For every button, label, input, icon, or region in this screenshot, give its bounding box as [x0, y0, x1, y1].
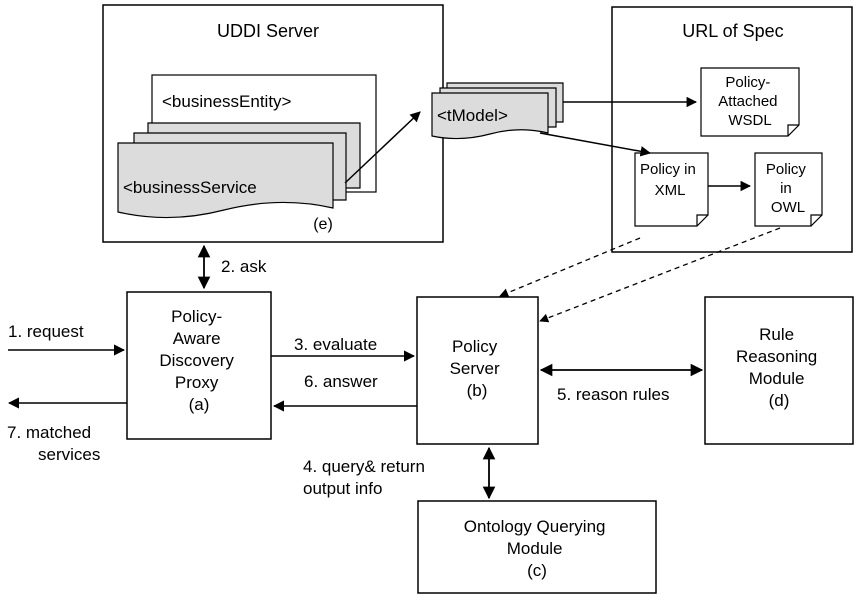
edge-label-answer: 6. answer: [304, 372, 378, 391]
policy-xml-doc: [634, 152, 709, 227]
ontology-module-line-1: Ontology Querying: [464, 517, 606, 536]
edge-label-query-line-1: 4. query& return: [303, 457, 425, 476]
policy-wsdl-doc: [700, 67, 800, 137]
policy-wsdl-line-3: WSDL: [728, 112, 771, 129]
policy-owl-line-2: in: [780, 180, 792, 197]
policy-xml-fold: [696, 214, 708, 226]
proxy-line-4: Proxy: [175, 373, 219, 392]
url-of-spec-title: URL of Spec: [682, 21, 783, 41]
business-service-label: <businessService: [123, 178, 257, 197]
policy-xml-line-2: XML: [655, 182, 686, 199]
ontology-module-line-2: Module: [507, 539, 563, 558]
edge-label-matched: 7. matched services: [7, 423, 100, 464]
rule-module-line-1: Rule: [759, 325, 794, 344]
proxy-line-5: (a): [189, 395, 210, 414]
rule-module-line-2: Reasoning: [736, 347, 817, 366]
tmodel-doc: [431, 92, 549, 140]
policy-server-box: [416, 296, 539, 445]
edge-label-matched-line-2: services: [38, 445, 100, 464]
edge-label-reason: 5. reason rules: [557, 385, 669, 404]
policy-owl-fold: [810, 214, 822, 226]
arrow-xml-to-policy-server: [499, 237, 641, 298]
tmodel-label: <tModel>: [437, 106, 508, 125]
policy-owl-label: Policy in OWL: [766, 161, 810, 216]
edge-label-query: 4. query& return output info: [303, 457, 430, 498]
policy-owl-line-1: Policy: [766, 161, 807, 178]
uddi-server-title: UDDI Server: [217, 21, 319, 41]
rule-module-line-3: Module: [749, 369, 805, 388]
edge-label-evaluate: 3. evaluate: [294, 335, 377, 354]
policy-owl-doc: [754, 152, 823, 227]
ontology-module-label: Ontology Querying Module (c): [464, 517, 610, 580]
proxy-line-2: Aware: [173, 329, 221, 348]
rule-module-line-4: (d): [769, 391, 790, 410]
business-entity-label: <businessEntity>: [162, 92, 292, 111]
ontology-module-line-3: (c): [527, 561, 547, 580]
business-service-doc: [117, 142, 334, 219]
rule-module-label: Rule Reasoning Module (d): [736, 325, 822, 410]
policy-wsdl-label: Policy- Attached WSDL: [718, 74, 781, 129]
proxy-line-3: Discovery: [159, 351, 234, 370]
policy-xml-line-1: Policy in: [640, 161, 696, 178]
policy-xml-label: Policy in XML: [640, 161, 700, 199]
proxy-line-1: Policy-: [171, 307, 222, 326]
proxy-box: [126, 291, 272, 440]
policy-server-line-3: (b): [467, 381, 488, 400]
edge-label-request: 1. request: [8, 322, 84, 341]
edge-label-ask: 2. ask: [221, 257, 267, 276]
uddi-tag: (e): [313, 216, 333, 233]
edge-label-matched-line-1: 7. matched: [7, 423, 91, 442]
rule-module-box: [704, 296, 854, 445]
policy-wsdl-fold: [787, 124, 799, 136]
arrow-owl-to-policy-server: [539, 227, 781, 323]
policy-owl-line-3: OWL: [771, 199, 805, 216]
policy-server-line-2: Server: [450, 359, 500, 378]
ontology-module-box: [417, 500, 657, 594]
arrow-tmodel-to-xml: [539, 132, 652, 157]
policy-server-line-1: Policy: [452, 337, 498, 356]
policy-wsdl-line-1: Policy-: [725, 74, 770, 91]
policy-wsdl-line-2: Attached: [718, 93, 777, 110]
arrow-service-to-tmodel: [344, 111, 421, 184]
policy-server-label: Policy Server (b): [450, 337, 505, 400]
edge-label-query-line-2: output info: [303, 479, 382, 498]
proxy-label: Policy- Aware Discovery Proxy (a): [159, 307, 238, 414]
